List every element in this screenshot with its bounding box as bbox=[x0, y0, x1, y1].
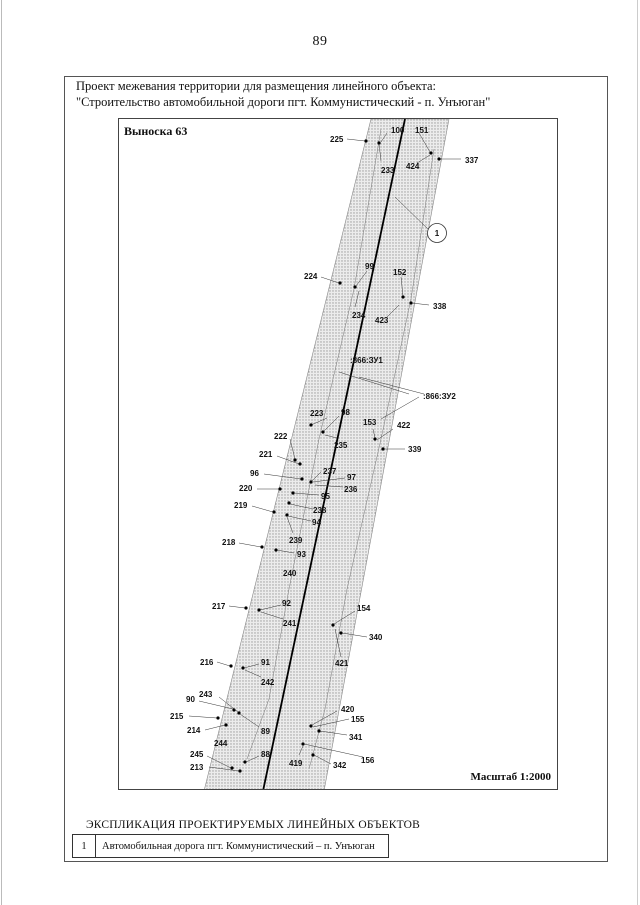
page-edge-left bbox=[1, 0, 2, 905]
point-151: 151 bbox=[415, 126, 429, 135]
point-90: 90 bbox=[186, 695, 195, 704]
zone-label-zu1: :866:ЗУ1 bbox=[350, 356, 383, 365]
left-edge-points: 225 224 223 222 221 96 220 219 218 217 2… bbox=[170, 135, 368, 773]
map-drawing: 1 :866:ЗУ1 :866:ЗУ2 225 224 223 222 221 … bbox=[170, 119, 479, 789]
point-91: 91 bbox=[261, 658, 270, 667]
point-225: 225 bbox=[330, 135, 344, 144]
project-title-line-1: Проект межевания территории для размещен… bbox=[76, 79, 436, 93]
point-223: 223 bbox=[310, 409, 324, 418]
explication-table: 1 Автомобильная дорога пгт. Коммунистиче… bbox=[72, 834, 389, 858]
point-235: 235 bbox=[334, 441, 348, 450]
point-100: 100 bbox=[391, 126, 405, 135]
point-239: 239 bbox=[289, 536, 303, 545]
explication-row-number: 1 bbox=[72, 834, 96, 858]
point-339: 339 bbox=[408, 445, 422, 454]
point-94: 94 bbox=[312, 518, 321, 527]
page-edge-right bbox=[637, 0, 638, 905]
point-245: 245 bbox=[190, 750, 204, 759]
inner-left-points: 233 100 99 234 98 235 237 97 95 236 238 … bbox=[199, 126, 405, 764]
point-337: 337 bbox=[465, 156, 479, 165]
point-422: 422 bbox=[397, 421, 411, 430]
point-155: 155 bbox=[351, 715, 365, 724]
point-424: 424 bbox=[406, 162, 420, 171]
road-axis-line bbox=[262, 119, 406, 789]
right-of-way-band bbox=[204, 119, 450, 789]
explication-row-name: Автомобильная дорога пгт. Коммунистическ… bbox=[95, 834, 389, 858]
zone-boundary-left bbox=[246, 128, 382, 760]
point-213: 213 bbox=[190, 763, 204, 772]
point-92: 92 bbox=[282, 599, 291, 608]
point-341: 341 bbox=[349, 733, 363, 742]
point-97: 97 bbox=[347, 473, 356, 482]
point-224: 224 bbox=[304, 272, 318, 281]
point-233: 233 bbox=[381, 166, 395, 175]
right-points: 151 424 337 152 423 338 153 422 339 154 … bbox=[289, 126, 479, 770]
point-154: 154 bbox=[357, 604, 371, 613]
object-marker-number: 1 bbox=[435, 229, 440, 238]
point-342: 342 bbox=[333, 761, 347, 770]
point-218: 218 bbox=[222, 538, 236, 547]
zone-leader-2 bbox=[358, 376, 425, 395]
zone-leader-1 bbox=[338, 371, 410, 395]
point-221: 221 bbox=[259, 450, 273, 459]
point-216: 216 bbox=[200, 658, 214, 667]
point-240: 240 bbox=[283, 569, 297, 578]
inset-map: 1 :866:ЗУ1 :866:ЗУ2 225 224 223 222 221 … bbox=[118, 118, 558, 790]
point-220: 220 bbox=[239, 484, 253, 493]
point-96: 96 bbox=[250, 469, 259, 478]
object-marker-circle bbox=[427, 223, 447, 243]
point-93: 93 bbox=[297, 550, 306, 559]
page-number: 89 bbox=[312, 34, 328, 49]
point-237: 237 bbox=[323, 467, 337, 476]
point-242: 242 bbox=[261, 678, 275, 687]
zone-label-zu2: :866:ЗУ2 bbox=[423, 392, 456, 401]
point-244: 244 bbox=[214, 739, 228, 748]
point-241: 241 bbox=[283, 619, 297, 628]
point-238: 238 bbox=[313, 506, 327, 515]
table-row: 1 Автомобильная дорога пгт. Коммунистиче… bbox=[72, 834, 389, 858]
point-152: 152 bbox=[393, 268, 407, 277]
point-89: 89 bbox=[261, 727, 270, 736]
point-153: 153 bbox=[363, 418, 377, 427]
scale-label: Масштаб 1:2000 bbox=[470, 771, 551, 783]
marker-leader bbox=[394, 196, 429, 230]
zone-leader-3 bbox=[380, 396, 420, 420]
point-95: 95 bbox=[321, 492, 330, 501]
point-156: 156 bbox=[361, 756, 375, 765]
point-421: 421 bbox=[335, 659, 349, 668]
project-title-line-2: "Строительство автомобильной дороги пгт.… bbox=[76, 95, 491, 109]
inset-title: Выноска 63 bbox=[124, 124, 188, 138]
point-236: 236 bbox=[344, 485, 358, 494]
point-88: 88 bbox=[261, 750, 270, 759]
point-234: 234 bbox=[352, 311, 366, 320]
point-423: 423 bbox=[375, 316, 389, 325]
point-243: 243 bbox=[199, 690, 213, 699]
point-214: 214 bbox=[187, 726, 201, 735]
point-338: 338 bbox=[433, 302, 447, 311]
point-420: 420 bbox=[341, 705, 355, 714]
document-frame bbox=[64, 76, 608, 862]
point-215: 215 bbox=[170, 712, 184, 721]
point-340: 340 bbox=[369, 633, 383, 642]
point-222: 222 bbox=[274, 432, 288, 441]
point-419: 419 bbox=[289, 759, 303, 768]
point-98: 98 bbox=[341, 408, 350, 417]
point-217: 217 bbox=[212, 602, 226, 611]
point-99: 99 bbox=[365, 262, 374, 271]
point-219: 219 bbox=[234, 501, 248, 510]
explication-title: ЭКСПЛИКАЦИЯ ПРОЕКТИРУЕМЫХ ЛИНЕЙНЫХ ОБЪЕК… bbox=[86, 819, 421, 831]
